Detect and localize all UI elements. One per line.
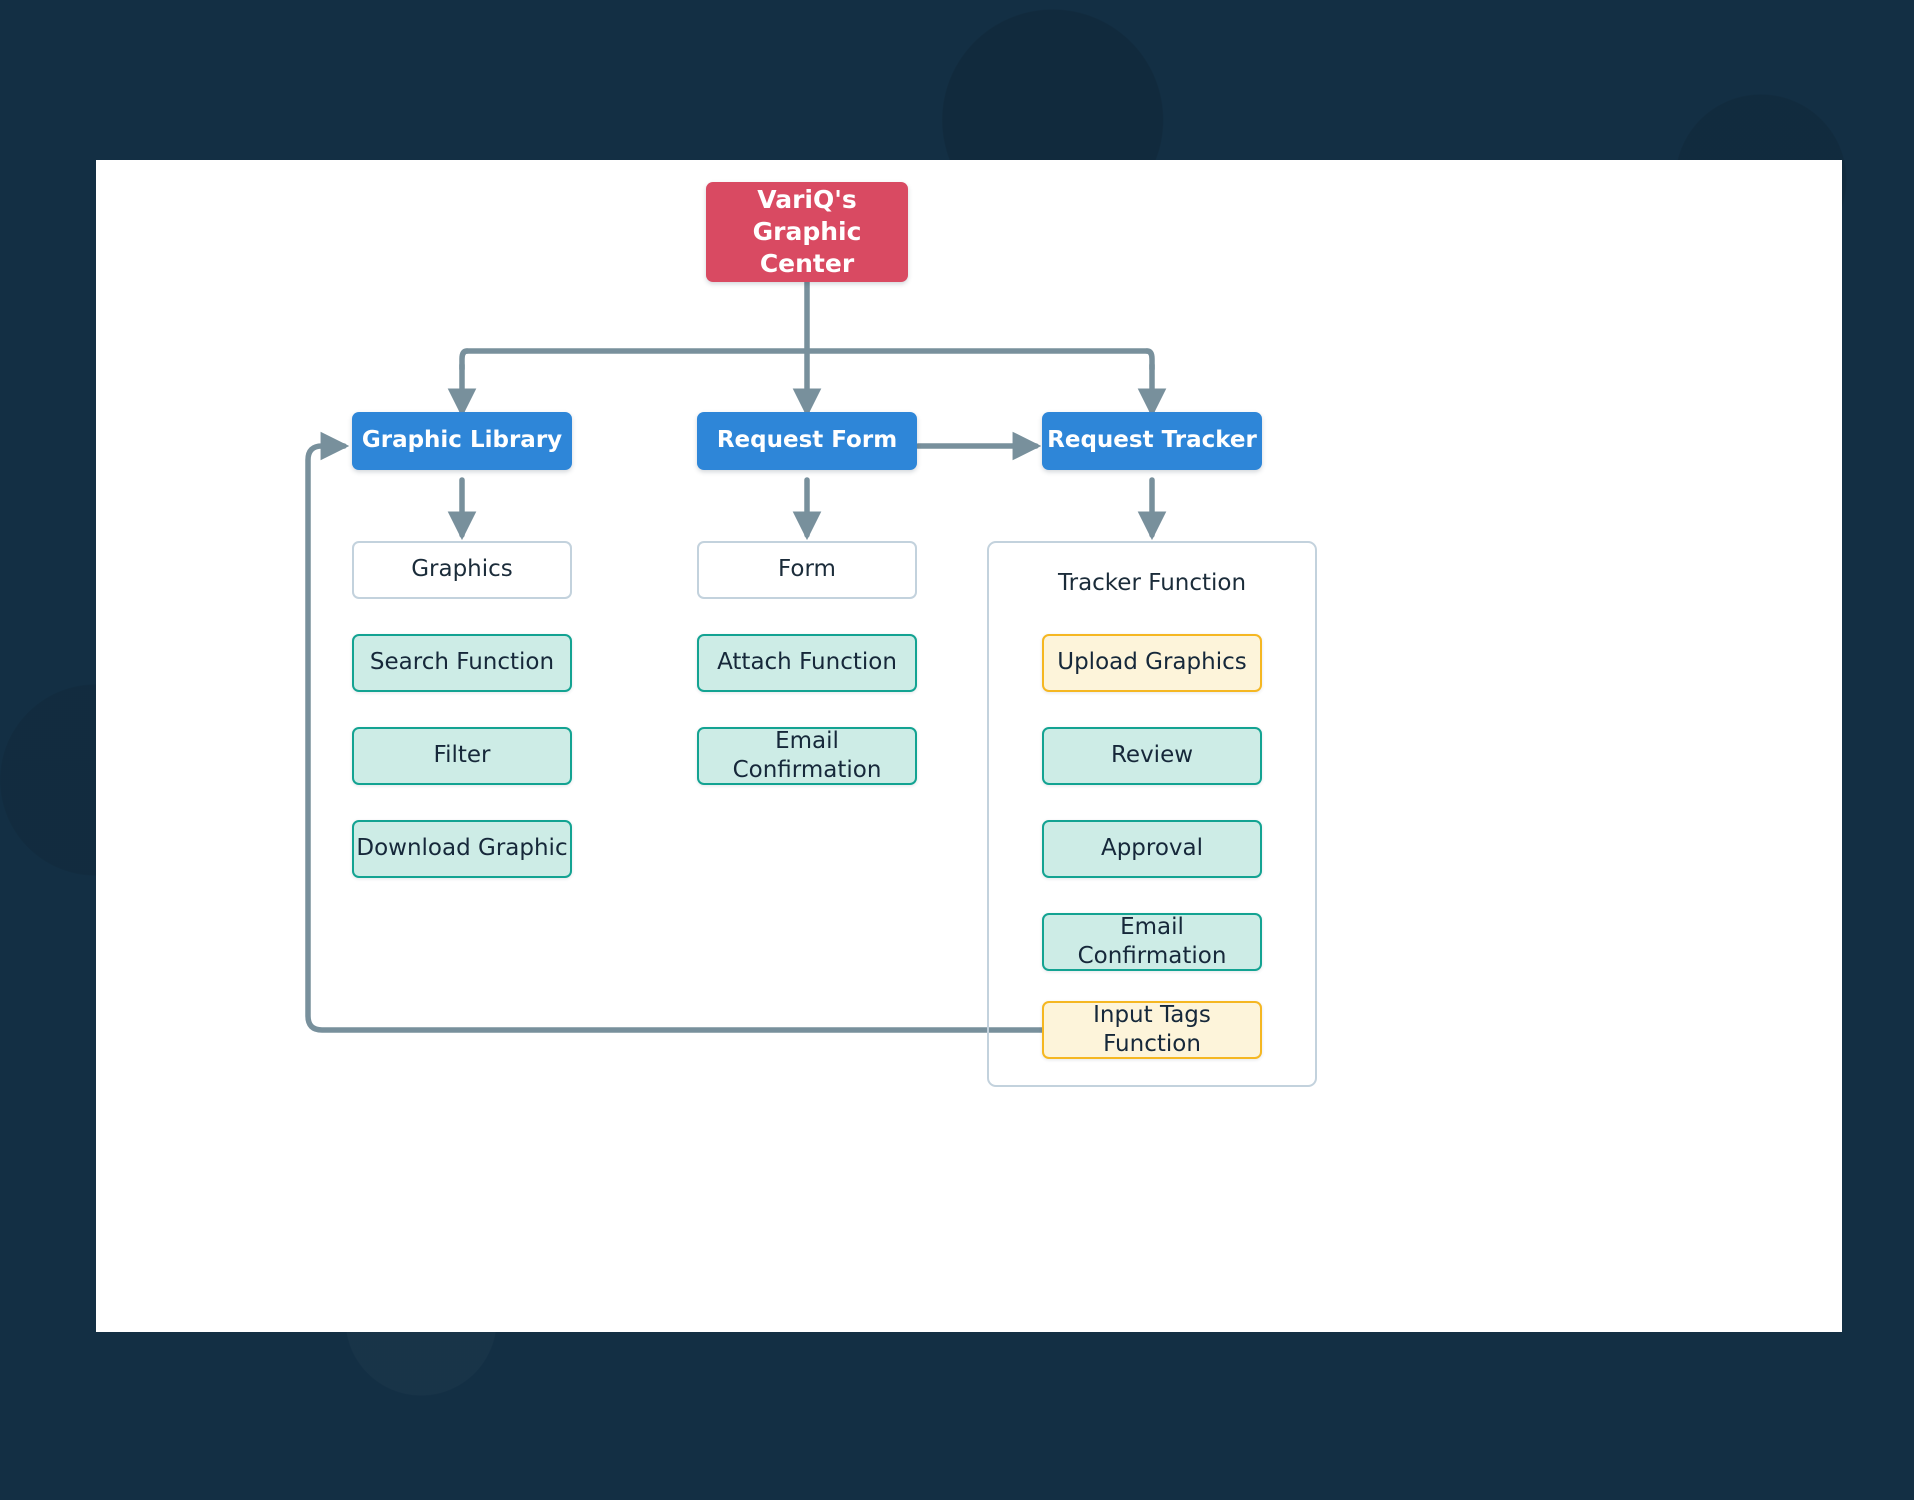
node-request-form[interactable]: Request Form (697, 412, 917, 470)
node-input-tags-function[interactable]: Input Tags Function (1042, 1001, 1262, 1059)
node-request-tracker-label: Request Tracker (1047, 427, 1257, 454)
node-review[interactable]: Review (1042, 727, 1262, 785)
node-download-graphic[interactable]: Download Graphic (352, 820, 572, 878)
node-email-confirmation-tracker-label: Email Confirmation (1077, 913, 1227, 969)
node-graphic-library[interactable]: Graphic Library (352, 412, 572, 470)
flowchart: VariQ's Graphic Center Graphic Library R… (96, 160, 1842, 1332)
node-filter-label: Filter (433, 742, 491, 769)
node-request-tracker[interactable]: Request Tracker (1042, 412, 1262, 470)
edge-bus-left-corner (459, 348, 470, 372)
edge-bus-right-corner (1144, 348, 1155, 372)
node-approval-label: Approval (1100, 835, 1204, 862)
node-search-function-label: Search Function (369, 649, 555, 676)
node-root-line1: VariQ's (757, 185, 857, 214)
node-upload-graphics[interactable]: Upload Graphics (1042, 634, 1262, 692)
node-download-graphic-label: Download Graphic (356, 835, 568, 862)
node-email-confirmation-tracker[interactable]: Email Confirmation (1042, 913, 1262, 971)
diagram-canvas: VariQ's Graphic Center Graphic Library R… (96, 160, 1842, 1332)
node-review-label: Review (1110, 742, 1194, 769)
node-graphic-library-label: Graphic Library (361, 427, 563, 454)
node-graphics-label: Graphics (411, 556, 513, 583)
node-approval[interactable]: Approval (1042, 820, 1262, 878)
node-attach-function-label: Attach Function (717, 649, 897, 676)
node-input-tags-function-label: Input Tags Function (1093, 1001, 1211, 1057)
tracker-function-group: Tracker Function (987, 541, 1317, 1087)
tracker-function-title: Tracker Function (1057, 570, 1247, 596)
node-request-form-label: Request Form (716, 427, 898, 454)
node-attach-function[interactable]: Attach Function (697, 634, 917, 692)
node-graphics[interactable]: Graphics (352, 541, 572, 599)
node-root[interactable]: VariQ's Graphic Center (706, 182, 908, 282)
node-form[interactable]: Form (697, 541, 917, 599)
node-form-label: Form (778, 556, 836, 583)
node-email-confirmation-form-label: Email Confirmation (732, 727, 882, 783)
node-filter[interactable]: Filter (352, 727, 572, 785)
node-root-line2: Graphic Center (752, 217, 862, 278)
node-upload-graphics-label: Upload Graphics (1057, 649, 1247, 676)
node-email-confirmation-form[interactable]: Email Confirmation (697, 727, 917, 785)
node-search-function[interactable]: Search Function (352, 634, 572, 692)
